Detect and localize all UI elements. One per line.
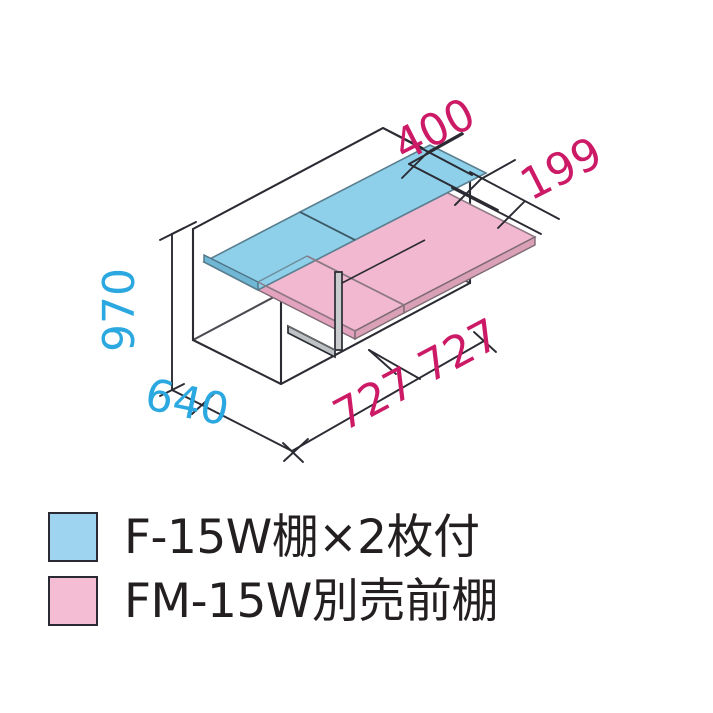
dim-727-tick-a (282, 442, 304, 463)
legend-swatch-pink (48, 576, 98, 626)
shelf-seam-blue-pink (203, 261, 259, 291)
dim-tick-199-b (497, 201, 525, 229)
dim-970-ext-top (171, 221, 197, 235)
dim-tick-400-a (401, 151, 429, 179)
dim-640-tick-a (191, 391, 217, 415)
legend-item-optional-shelf: FM-15W別売前棚 (48, 569, 688, 633)
dim-stub-top-1 (427, 132, 463, 153)
dim-label-727-right: 727 (410, 309, 508, 393)
dim-640-ext (281, 384, 308, 398)
dim-400-leader (408, 163, 499, 211)
dimension-lines (159, 127, 560, 463)
dim-line-727-right (387, 340, 485, 397)
dim-727-tick-mid (368, 349, 397, 375)
pink-shelf-right-edge-2 (403, 235, 536, 315)
dim-199-leader (451, 187, 542, 235)
dim-label-727-left: 727 (325, 357, 423, 441)
shelf-back-seam (257, 255, 308, 283)
dim-970-ext-bottom-b (171, 389, 201, 405)
support-foot-brace (287, 324, 336, 359)
dim-label-199: 199 (512, 127, 610, 211)
dim-stub-top-2 (480, 159, 516, 180)
legend-item-included-shelf: F-15W棚×2枚付 (48, 505, 688, 569)
dim-line-727-left (291, 395, 389, 452)
legend-label-optional-shelf: FM-15W別売前棚 (124, 573, 498, 629)
dim-label-970: 970 (94, 268, 145, 352)
dim-tick-199-a (454, 178, 482, 206)
legend: F-15W棚×2枚付 FM-15W別売前棚 (48, 505, 688, 633)
dim-727-tick-b (473, 331, 497, 353)
pink-shelf-divider (306, 255, 405, 306)
support-post-body (334, 271, 343, 351)
dim-727-run (368, 349, 421, 380)
center-support-post (287, 271, 343, 359)
rear-shelf-blue (202, 144, 488, 292)
dim-label-640: 640 (141, 369, 234, 436)
legend-swatch-blue (48, 512, 98, 562)
dim-400-upper-rail (408, 133, 464, 165)
dim-199-extension (469, 171, 560, 220)
dimension-labels: 400 199 970 640 727 727 (94, 88, 610, 441)
dim-line-640 (199, 403, 293, 452)
legend-label-included-shelf: F-15W棚×2枚付 (124, 509, 480, 565)
dim-727-ext-left (281, 384, 292, 451)
blue-shelf-divider (299, 211, 356, 241)
dim-640-tick-b (283, 438, 309, 462)
shelf-rear-rail (341, 239, 426, 284)
